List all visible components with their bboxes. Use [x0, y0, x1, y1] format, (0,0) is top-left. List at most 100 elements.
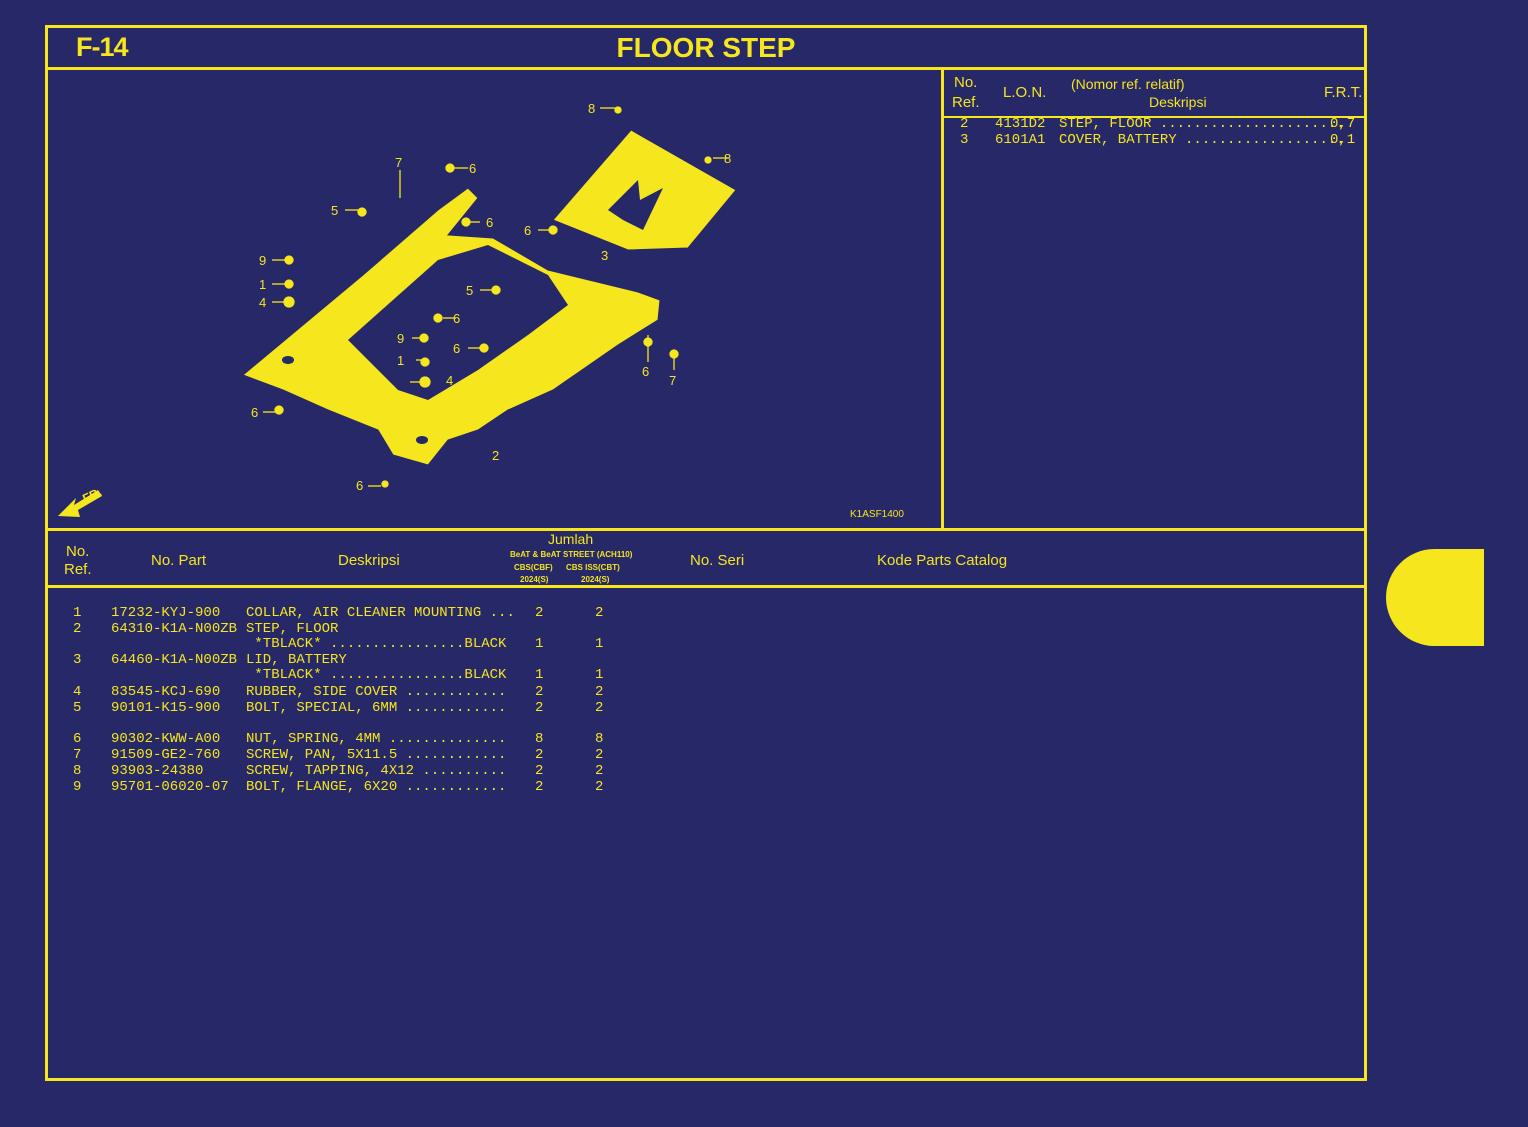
- battery-lid-shape: [552, 129, 737, 251]
- parts-header-year1: 2024(S): [520, 575, 549, 584]
- parts-header-catalog: Kode Parts Catalog: [877, 552, 1008, 569]
- part-qty-cbs: 2: [535, 605, 544, 621]
- part-desc: LID, BATTERY: [246, 652, 347, 668]
- part-qty-cbs: 1: [535, 636, 544, 652]
- callout-number: 3: [601, 248, 608, 263]
- front-label: FR.: [80, 485, 103, 506]
- callout-number: 6: [469, 161, 476, 176]
- part-qty-cbs-iss: 2: [595, 684, 604, 700]
- section-divider: [48, 528, 1364, 531]
- frt-header-ref: Ref.: [952, 94, 980, 111]
- part-qty-cbs: 2: [535, 779, 544, 795]
- floor-step-drawing: 8 8 7 6 6 5 6 9 1 4 3 5 6 9 6 1 4 6 7 6 …: [58, 101, 904, 520]
- battery-lid-cutout: [608, 180, 663, 230]
- part-qty-cbs: 2: [535, 747, 544, 763]
- table-row: 4 83545-KCJ-690 RUBBER, SIDE COVER .....…: [48, 684, 648, 700]
- frt-value: 0,7: [1330, 116, 1356, 132]
- part-qty-cbs-iss: 2: [595, 763, 604, 779]
- part-desc: BOLT, FLANGE, 6X20 ............: [246, 779, 507, 795]
- frt-lon: 4131D2: [995, 116, 1046, 132]
- callout-number: 6: [486, 215, 493, 230]
- table-row: 6 90302-KWW-A00 NUT, SPRING, 4MM .......…: [48, 731, 648, 747]
- callout-number: 6: [642, 364, 649, 379]
- part-desc: BOLT, SPECIAL, 6MM ............: [246, 700, 507, 716]
- part-qty-cbs: 2: [535, 763, 544, 779]
- part-desc: SCREW, TAPPING, 4X12 ..........: [246, 763, 507, 779]
- catalog-page-frame: F-14 FLOOR STEP: [45, 25, 1367, 1081]
- part-qty-cbs-iss: 1: [595, 636, 604, 652]
- part-qty-cbs: 2: [535, 684, 544, 700]
- part-desc: NUT, SPRING, 4MM ..............: [246, 731, 507, 747]
- part-desc: STEP, FLOOR: [246, 621, 339, 637]
- part-qty-cbs: 2: [535, 700, 544, 716]
- table-row: *TBLACK* ................BLACK 1 1: [48, 636, 648, 652]
- mount-hole: [282, 356, 294, 364]
- part-number: 95701-06020-07: [111, 779, 229, 795]
- part-qty-cbs-iss: 2: [595, 605, 604, 621]
- callout-number: 1: [259, 277, 266, 292]
- part-ref: 6: [73, 731, 82, 747]
- table-row: 9 95701-06020-07 BOLT, FLANGE, 6X20 ....…: [48, 779, 648, 795]
- frt-header-no: No.: [954, 74, 978, 91]
- parts-header-model: BeAT & BeAT STREET (ACH110): [510, 550, 633, 559]
- part-number: 64310-K1A-N00ZB: [111, 621, 238, 637]
- part-ref: 1: [73, 605, 82, 621]
- callout-number: 5: [466, 283, 473, 298]
- callout-number: 6: [356, 478, 363, 493]
- frt-lon: 6101A1: [995, 132, 1046, 148]
- callout-number: 6: [453, 341, 460, 356]
- part-number: 17232-KYJ-900: [111, 605, 221, 621]
- frt-header-deskripsi: Deskripsi: [1149, 94, 1207, 110]
- frt-header-lon: L.O.N.: [1003, 84, 1047, 101]
- callout-number: 5: [331, 203, 338, 218]
- front-arrow-shape: [58, 490, 102, 517]
- table-row: 7 91509-GE2-760 SCREW, PAN, 5X11.5 .....…: [48, 747, 648, 763]
- frt-desc: STEP, FLOOR ......................: [1059, 116, 1345, 132]
- table-row: 3 64460-K1A-N00ZB LID, BATTERY: [48, 652, 648, 668]
- vertical-divider: [941, 70, 944, 530]
- callout-number: 9: [397, 331, 404, 346]
- callout-number: 6: [453, 311, 460, 326]
- table-row: 8 93903-24380 SCREW, TAPPING, 4X12 .....…: [48, 763, 648, 779]
- callout-number: 8: [724, 151, 731, 166]
- callout-number: 6: [251, 405, 258, 420]
- diagram-code: K1ASF1400: [850, 509, 904, 520]
- frt-header-frt: F.R.T.: [1324, 84, 1363, 101]
- callout-number: 4: [446, 373, 453, 388]
- exploded-diagram: 8 8 7 6 6 5 6 9 1 4 3 5 6 9 6 1 4 6 7 6 …: [48, 70, 944, 530]
- callout-number: 4: [259, 295, 266, 310]
- part-qty-cbs-iss: 1: [595, 667, 604, 683]
- part-number: 90101-K15-900: [111, 700, 221, 716]
- callout-number: 8: [588, 101, 595, 116]
- part-ref: 3: [73, 652, 82, 668]
- frt-row: 2: [960, 116, 968, 132]
- mount-hole: [416, 436, 428, 444]
- part-qty-cbs: 8: [535, 731, 544, 747]
- callout-number: 9: [259, 253, 266, 268]
- frt-value: 0,1: [1330, 132, 1356, 148]
- part-desc: COLLAR, AIR CLEANER MOUNTING ...: [246, 605, 515, 621]
- part-qty-cbs-iss: 2: [595, 747, 604, 763]
- part-ref: 8: [73, 763, 82, 779]
- part-qty-cbs-iss: 8: [595, 731, 604, 747]
- page-code: F-14: [76, 32, 129, 62]
- parts-header-col2: CBS ISS(CBT): [566, 563, 620, 572]
- part-qty-cbs: 1: [535, 667, 544, 683]
- frt-table-header: No. Ref. L.O.N. (Nomor ref. relatif) Des…: [944, 70, 1367, 118]
- parts-header-year2: 2024(S): [581, 575, 610, 584]
- frt-header-nomor: (Nomor ref. relatif): [1071, 76, 1185, 92]
- part-qty-cbs-iss: 2: [595, 779, 604, 795]
- part-desc: RUBBER, SIDE COVER ............: [246, 684, 507, 700]
- part-desc: *TBLACK* ................BLACK: [246, 636, 507, 652]
- page-side-tab[interactable]: [1386, 549, 1484, 646]
- part-number: 83545-KCJ-690: [111, 684, 221, 700]
- callout-number: 7: [395, 155, 402, 170]
- part-ref: 9: [73, 779, 82, 795]
- page-title: FLOOR STEP: [616, 32, 796, 63]
- parts-header-ref: Ref.: [64, 561, 92, 578]
- part-number: 90302-KWW-A00: [111, 731, 221, 747]
- table-row: *TBLACK* ................BLACK 1 1: [48, 667, 648, 683]
- section-divider: [48, 585, 1364, 588]
- frt-row: 3: [960, 132, 968, 148]
- frt-ref: 2: [960, 116, 969, 132]
